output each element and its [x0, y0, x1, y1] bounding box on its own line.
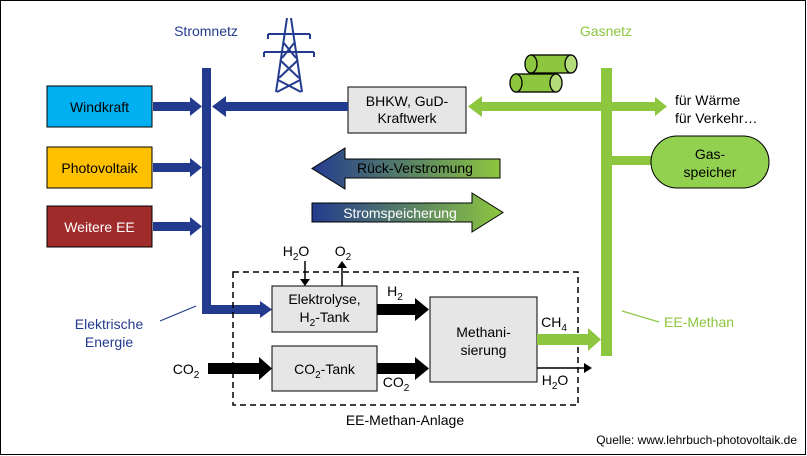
h2-arrow: [377, 298, 429, 321]
methanisierung-label-line1: Methani-: [456, 324, 511, 340]
power-pylon-icon: [263, 17, 315, 93]
photovoltaik-box: [46, 146, 153, 189]
gasspeicher-label-line1: Gas-: [695, 146, 726, 162]
stromnetz-feed-line: [202, 305, 262, 314]
h2o-in-arrow-head: [300, 279, 310, 286]
elektrolyse-label-line1: Elektrolyse,: [288, 291, 360, 307]
weitere-ee-arrow: [153, 217, 202, 236]
gas-out-arrow: [612, 97, 667, 116]
elektrolyse-label-line2: H2-Tank: [300, 309, 351, 329]
h2o-out-arrow-head: [584, 363, 592, 373]
co2-to-methan-arrow: [377, 357, 429, 380]
co2-in-label: CO2: [173, 361, 200, 381]
gas-to-bhkw-arrow: [468, 96, 601, 117]
elektrische-energie-line2: Energie: [85, 334, 133, 350]
ch4-label: CH4: [541, 314, 567, 334]
h2o-out-label: H2O: [542, 372, 569, 392]
ee-methan-leader: [621, 310, 660, 323]
gasspeicher-label-line2: speicher: [684, 164, 737, 180]
gas-pipes-icon: [509, 54, 578, 93]
verkehr-label: für Verkehr…: [675, 110, 757, 126]
stromspeicherung-label: Stromspeicherung: [343, 205, 457, 221]
rueckverstromung-arrow: [311, 147, 501, 190]
elektrische-energie-leader: [159, 305, 197, 322]
weitere-ee-box: [46, 205, 153, 248]
o2-out-arrow-head: [337, 261, 347, 268]
methanisierung-box: [429, 296, 538, 383]
gasnetz-speicher-link: [612, 156, 652, 165]
stromnetz-title: Stromnetz: [174, 23, 238, 39]
waerme-label: für Wärme: [675, 92, 741, 108]
co2-in-arrow: [208, 357, 272, 380]
gasnetz-title: Gasnetz: [580, 23, 632, 39]
bhkw-to-strom-arrow: [212, 96, 348, 117]
windkraft-arrow: [153, 97, 202, 116]
bhkw-box: [347, 86, 467, 134]
stromspeicherung-arrow: [311, 192, 504, 233]
h2-label: H2: [387, 283, 403, 303]
windkraft-label: Windkraft: [70, 99, 129, 115]
elektrische-energie-line1: Elektrische: [75, 316, 144, 332]
gasspeicher-box: [650, 135, 770, 189]
o2-out-label: O2: [335, 243, 352, 263]
anlage-label: EE-Methan-Anlage: [346, 412, 465, 428]
ch4-arrow: [537, 328, 601, 351]
methanisierung-label-line2: sierung: [461, 342, 507, 358]
windkraft-box: [46, 85, 153, 128]
source-credit: Quelle: www.lehrbuch-photovoltaik.de: [596, 433, 797, 447]
stromnetz-bus: [202, 68, 211, 314]
gasnetz-bus: [601, 68, 612, 356]
elektrolyse-box: [271, 285, 378, 333]
co2-tank-label: CO2-Tank: [294, 361, 356, 381]
co2-flow-label: CO2: [383, 374, 410, 394]
photovoltaik-label: Photovoltaik: [61, 160, 138, 176]
feed-elektrolyse-arrow: [260, 301, 272, 318]
co2-tank-box: [271, 345, 378, 392]
weitere-ee-label: Weitere EE: [64, 219, 135, 235]
ee-methan-label: EE-Methan: [664, 314, 734, 330]
photovoltaik-arrow: [153, 158, 202, 177]
h2o-in-label: H2O: [283, 243, 310, 263]
bhkw-label-line1: BHKW, GuD-: [366, 93, 449, 109]
bhkw-label-line2: Kraftwerk: [377, 110, 437, 126]
rueckverstromung-label: Rück-Verstromung: [357, 160, 473, 176]
